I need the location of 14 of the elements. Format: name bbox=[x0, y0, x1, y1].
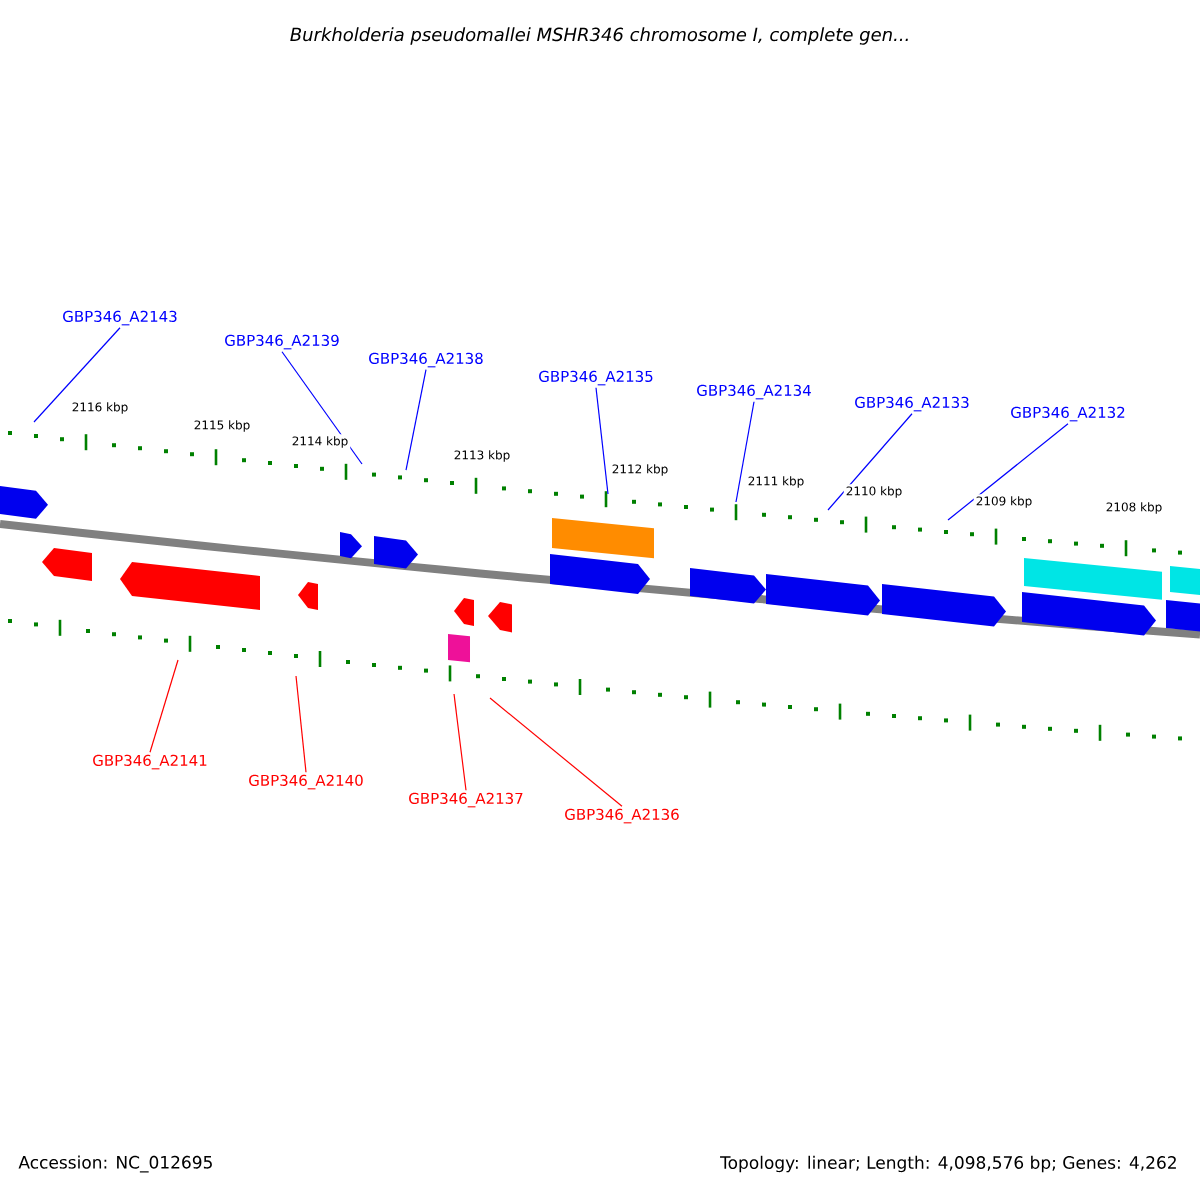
leader-line bbox=[735, 401, 755, 503]
leader-line bbox=[405, 369, 427, 471]
leader-line bbox=[453, 693, 467, 791]
footer-text: Accession: NC_012695 bbox=[18, 1155, 212, 1173]
title: Burkholderia pseudomallei MSHR346 chromosome I, complete gen... bbox=[290, 27, 908, 45]
leader-line bbox=[595, 387, 609, 495]
footer-text: Topology: linear; Length: 4,098,576 bp; Genes: 4,262 bbox=[720, 1155, 1176, 1173]
leader-line bbox=[281, 351, 363, 465]
leader-line bbox=[33, 327, 121, 423]
leader-line bbox=[947, 423, 1069, 521]
leader-line bbox=[489, 697, 623, 807]
leader-line bbox=[149, 659, 179, 753]
leader-line bbox=[827, 413, 913, 511]
leader-line bbox=[295, 675, 307, 773]
